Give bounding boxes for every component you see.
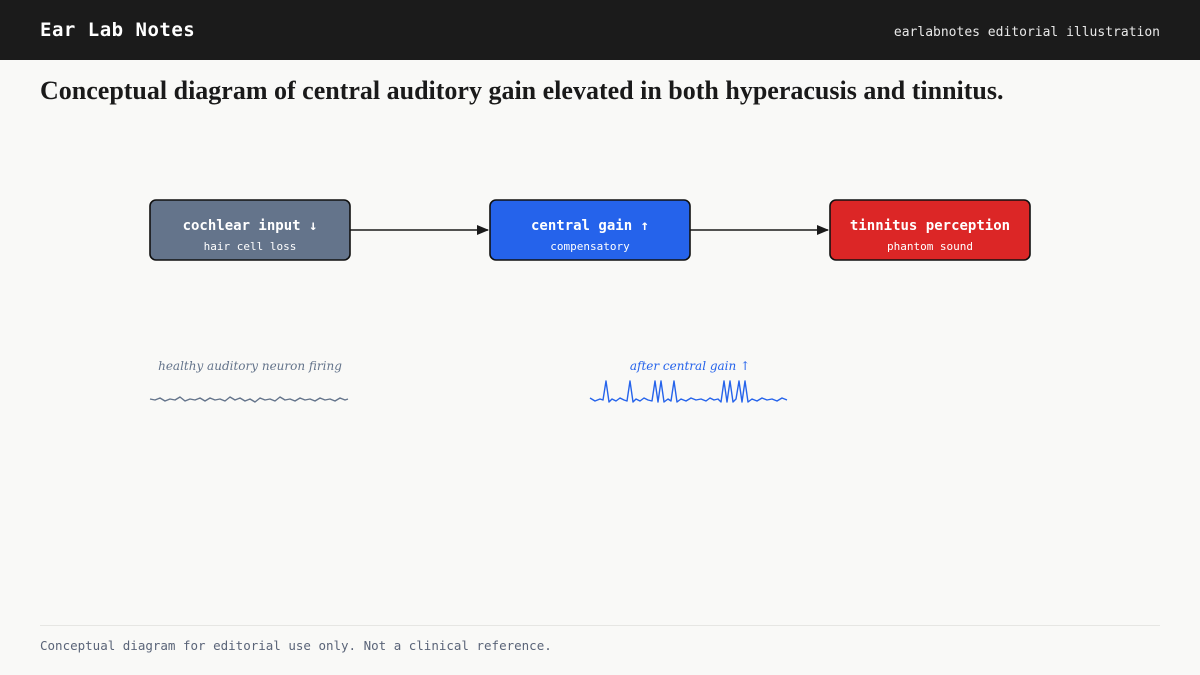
footer-disclaimer: Conceptual diagram for editorial use onl… xyxy=(40,638,552,653)
top-bar: Ear Lab Notes earlabnotes editorial illu… xyxy=(0,0,1200,60)
node-tinnitus-perception-subtitle: phantom sound xyxy=(887,240,973,253)
healthy-firing-waveform xyxy=(149,396,349,403)
brand-logo[interactable]: Ear Lab Notes xyxy=(40,19,196,41)
node-cochlear-input-title: cochlear input ↓ xyxy=(183,218,318,234)
node-cochlear-input-subtitle: hair cell loss xyxy=(204,240,297,253)
node-cochlear-input: cochlear input ↓ hair cell loss xyxy=(149,199,351,261)
elevated-firing-waveform xyxy=(589,380,788,403)
healthy-firing-label: healthy auditory neuron firing xyxy=(158,359,342,373)
node-central-gain: central gain ↑ compensatory xyxy=(489,199,691,261)
elevated-firing-panel: after central gain ↑ xyxy=(589,359,788,403)
healthy-firing-panel: healthy auditory neuron firing xyxy=(149,359,349,403)
node-central-gain-subtitle: compensatory xyxy=(550,240,630,253)
header-tagline: earlabnotes editorial illustration xyxy=(893,25,1160,40)
page-title: Conceptual diagram of central auditory g… xyxy=(40,76,1004,105)
node-tinnitus-perception: tinnitus perception phantom sound xyxy=(829,199,1031,261)
footer-divider xyxy=(40,625,1160,626)
node-central-gain-title: central gain ↑ xyxy=(531,218,649,234)
elevated-firing-label: after central gain ↑ xyxy=(630,359,750,373)
node-tinnitus-perception-title: tinnitus perception xyxy=(850,218,1010,234)
